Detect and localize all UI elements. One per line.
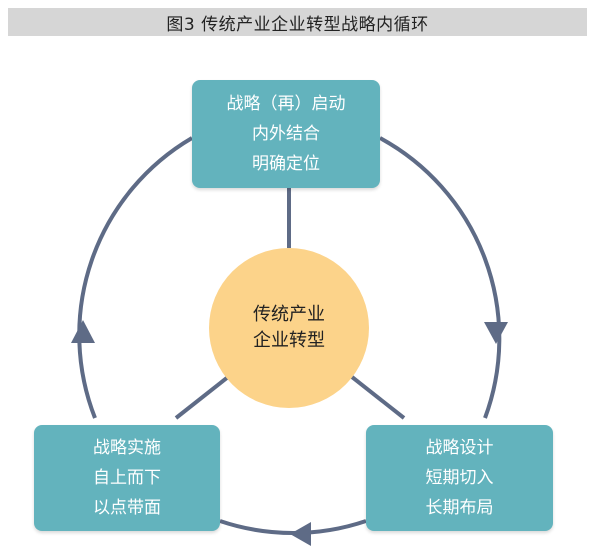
cycle-arc-top-right — [379, 136, 502, 419]
stage-point: 明确定位 — [252, 154, 320, 174]
stage-title: 战略实施 — [93, 438, 161, 458]
stage-box-design: 战略设计 短期切入 长期布局 — [366, 425, 553, 531]
figure-title: 图3 传统产业企业转型战略内循环 — [8, 8, 587, 36]
connector-left — [174, 375, 230, 420]
stage-point: 以点带面 — [93, 498, 161, 518]
stage-title: 战略设计 — [425, 438, 494, 458]
connector-right — [350, 375, 406, 420]
center-circle: 传统产业 企业转型 — [209, 248, 369, 408]
arrow-up-icon — [71, 320, 95, 343]
cycle-arc-bottom — [219, 519, 367, 536]
stage-box-restart: 战略（再）启动 内外结合 明确定位 — [192, 80, 380, 188]
stage-point: 长期布局 — [425, 498, 494, 518]
cycle-arc-left — [77, 136, 194, 419]
stage-title: 战略（再）启动 — [226, 94, 346, 114]
arrow-down-icon — [484, 322, 508, 344]
center-label: 传统产业 — [253, 304, 325, 325]
center-label: 企业转型 — [253, 330, 325, 351]
stage-box-implementation: 战略实施 自上而下 以点带面 — [34, 425, 220, 531]
stage-point: 自上而下 — [93, 468, 161, 488]
arrow-left-icon — [290, 522, 311, 546]
stage-point: 内外结合 — [252, 124, 320, 144]
stage-point: 短期切入 — [425, 468, 494, 488]
figure-title-text: 图3 传统产业企业转型战略内循环 — [166, 14, 429, 35]
